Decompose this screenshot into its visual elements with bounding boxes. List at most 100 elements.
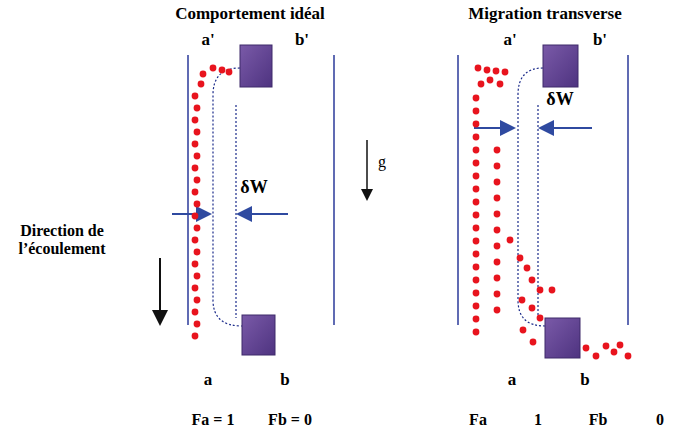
particle-dot: [473, 212, 480, 219]
gravity-label: g: [378, 153, 386, 171]
particle-dot: [487, 77, 494, 84]
outlet-name: b': [295, 31, 309, 50]
inlet-splitter: [543, 45, 578, 87]
particle-dot: [530, 339, 537, 346]
channel-wall: [457, 55, 459, 325]
particle-dot: [494, 195, 501, 202]
particle-dot: [475, 65, 482, 72]
particle-dot: [494, 179, 501, 186]
particle-dot: [192, 285, 199, 292]
particle-dot: [494, 275, 501, 282]
particle-dot: [226, 69, 233, 76]
particle-dot: [478, 81, 485, 88]
particle-dot: [192, 309, 199, 316]
channel-wall: [187, 55, 189, 325]
particle-dot: [494, 243, 501, 250]
outlet-name: b': [593, 31, 607, 50]
width-arrow: [474, 127, 512, 129]
flow-arrow: [159, 258, 161, 322]
particle-dot: [194, 297, 201, 304]
particle-dot: [473, 134, 480, 141]
splitting-surface: [518, 68, 545, 326]
particle-dot: [192, 117, 199, 124]
particle-dot: [473, 290, 480, 297]
particle-dot: [194, 273, 201, 280]
particle-dot: [529, 277, 536, 284]
particle-dot: [192, 261, 199, 268]
particle-dot: [537, 287, 544, 294]
particle-dot: [473, 160, 480, 167]
particle-dot: [524, 265, 531, 272]
fraction-value: Fa = 1: [192, 411, 235, 429]
particle-dot: [198, 81, 205, 88]
particle-dot: [494, 147, 501, 154]
outlet-name: a: [508, 371, 517, 390]
particle-dot: [192, 213, 199, 220]
particle-dot: [494, 291, 501, 298]
particle-dot: [473, 264, 480, 271]
particle-dot: [473, 316, 480, 323]
particle-dot: [473, 173, 480, 180]
particle-dot: [194, 321, 201, 328]
channel-wall: [333, 55, 335, 325]
outlet-splitter: [242, 315, 275, 355]
particle-dot: [493, 68, 500, 75]
outlet-name: b: [280, 371, 289, 390]
particle-dot: [192, 237, 199, 244]
particle-dot: [194, 225, 201, 232]
particle-dot: [484, 67, 491, 74]
outlet-name: a': [503, 31, 516, 50]
fraction-value: Fb: [589, 411, 608, 429]
particle-dot: [494, 163, 501, 170]
particle-dot: [192, 333, 199, 340]
channel-wall: [627, 55, 629, 325]
particle-dot: [520, 327, 527, 334]
particle-dot: [473, 329, 480, 336]
particle-dot: [603, 343, 610, 350]
particle-dot: [494, 227, 501, 234]
panel-title: Migration transverse: [468, 5, 621, 24]
particle-dot: [473, 121, 480, 128]
particle-dot: [473, 95, 480, 102]
width-arrow: [240, 213, 288, 215]
width-arrow: [542, 127, 592, 129]
particle-dot: [194, 153, 201, 160]
particle-dot: [494, 307, 501, 314]
fraction-value: 0: [656, 411, 664, 429]
outlet-name: a': [201, 31, 214, 50]
particle-dot: [519, 297, 526, 304]
outlet-splitter: [545, 318, 580, 358]
width-arrow: [172, 213, 208, 215]
particle-dot: [517, 255, 524, 262]
particle-dots: [192, 65, 632, 360]
particle-dot: [507, 237, 514, 244]
particle-dot: [593, 353, 600, 360]
particle-dot: [200, 71, 207, 78]
particle-dot: [549, 287, 556, 294]
particle-dot: [473, 108, 480, 115]
outlet-name: a: [204, 371, 213, 390]
particle-dot: [194, 177, 201, 184]
particle-dot: [473, 199, 480, 206]
particle-dot: [192, 189, 199, 196]
particle-dot: [473, 238, 480, 245]
particle-dot: [617, 342, 624, 349]
fraction-value: Fb = 0: [268, 411, 312, 429]
particle-dot: [473, 251, 480, 258]
particle-dot: [494, 259, 501, 266]
panel-title: Comportement idéal: [175, 5, 325, 24]
particle-dot: [194, 129, 201, 136]
particle-dot: [473, 225, 480, 232]
particle-dot: [194, 249, 201, 256]
particle-dot: [192, 93, 199, 100]
particle-dot: [219, 67, 226, 74]
gravity-arrow: [366, 140, 368, 198]
splitting-plane: [537, 105, 538, 318]
particle-dot: [611, 349, 618, 356]
particle-dot: [210, 65, 217, 72]
particle-dot: [473, 303, 480, 310]
splitting-plane: [235, 105, 236, 318]
fraction-value: Fa: [469, 411, 487, 429]
particle-dot: [494, 211, 501, 218]
